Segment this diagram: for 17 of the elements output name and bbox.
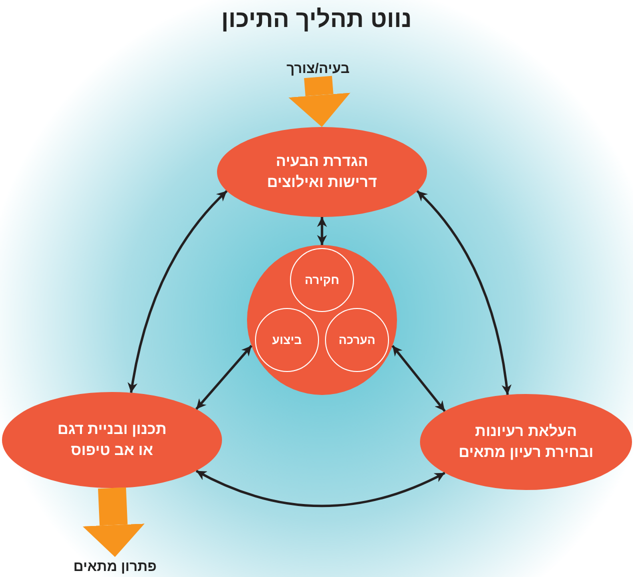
flow-label: בעיה/צורך xyxy=(278,59,358,77)
process-ellipse: תכנון ובניית דגם או אב טיפוס xyxy=(2,392,222,488)
block-arrow xyxy=(82,487,145,557)
stage-circle: הערכה xyxy=(325,308,389,372)
stage-circle: ביצוע xyxy=(255,308,319,372)
stage-circle: חקירה xyxy=(290,248,354,312)
arrow xyxy=(416,190,512,395)
arrow xyxy=(196,470,446,508)
flow-label: פתרון מתאים xyxy=(70,557,160,575)
arrow xyxy=(128,190,228,393)
arrow xyxy=(195,344,252,410)
process-ellipse: העלאת רעיונות ובחירת רעיון מתאים xyxy=(420,394,632,490)
process-ellipse: הגדרת הבעיה דרישות ואילוצים xyxy=(217,127,427,217)
block-arrow xyxy=(288,76,350,127)
arrow xyxy=(392,344,446,412)
title: נווט תהליך התיכון xyxy=(220,6,413,34)
arrow xyxy=(317,217,327,245)
